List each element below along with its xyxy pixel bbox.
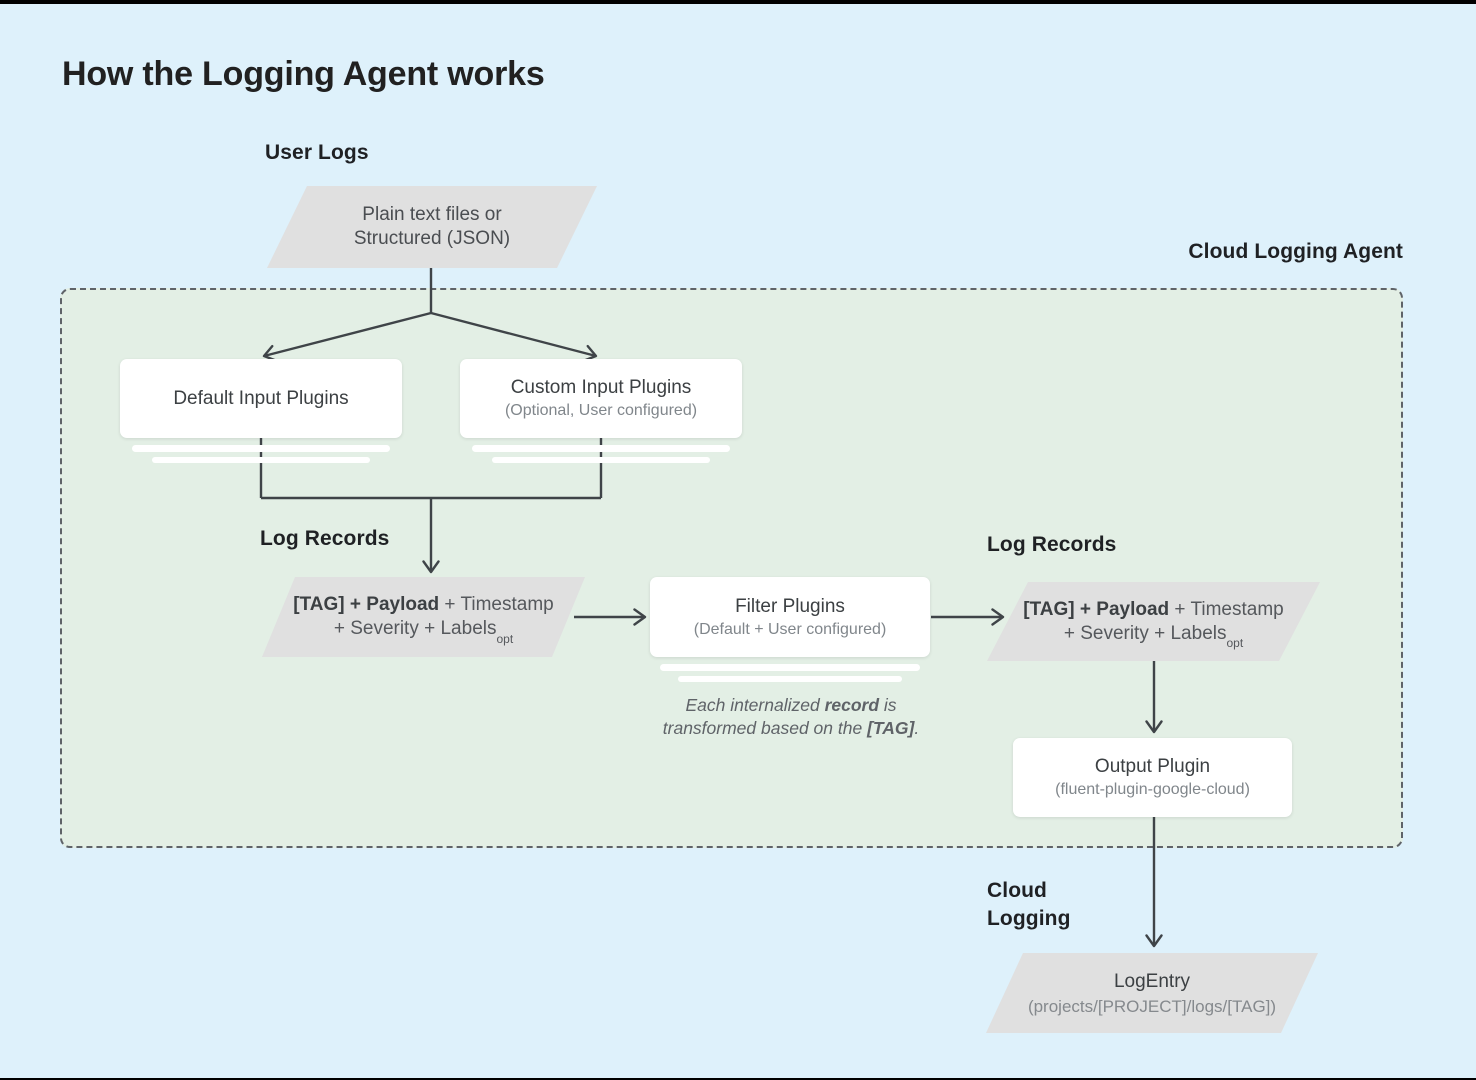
transform-note-line2: transformed based on the [TAG].	[662, 717, 920, 738]
user-input-line2: Structured (JSON)	[353, 228, 511, 249]
custom-input-plugins-node: Custom Input Plugins (Optional, User con…	[460, 359, 742, 438]
log-record-line1: [TAG] + Payload + Timestamp	[293, 594, 554, 615]
stack-bar	[132, 445, 390, 452]
top-letterbox-bar	[0, 0, 1476, 4]
log-record-left-shape: [TAG] + Payload + Timestamp + Severity +…	[262, 577, 585, 657]
log-record-right-shape: [TAG] + Payload + Timestamp + Severity +…	[987, 582, 1320, 661]
output-plugin-node: Output Plugin (fluent-plugin-google-clou…	[1013, 738, 1292, 817]
bottom-letterbox-bar	[0, 1078, 1476, 1080]
stack-bar	[492, 457, 710, 463]
output-plugin-subtitle: (fluent-plugin-google-cloud)	[1055, 781, 1250, 798]
stack-bar	[472, 445, 730, 452]
custom-input-plugins-title: Custom Input Plugins	[510, 377, 692, 398]
filter-plugins-title: Filter Plugins	[735, 595, 845, 617]
logentry-shape: LogEntry (projects/[PROJECT]/logs/[TAG])	[986, 953, 1318, 1033]
filter-plugins-node: Filter Plugins (Default + User configure…	[650, 577, 930, 657]
stack-bar	[152, 457, 370, 463]
filter-plugins-subtitle: (Default + User configured)	[693, 620, 887, 638]
log-records-left-label: Log Records	[260, 527, 390, 550]
log-records-right-label: Log Records	[987, 533, 1117, 556]
cloud-logging-label: Cloud Logging	[987, 879, 1071, 930]
page-title: How the Logging Agent works	[62, 55, 545, 93]
transform-note: Each internalized record is transformed …	[630, 694, 952, 739]
user-input-line1: Plain text files or	[362, 204, 502, 225]
log-record-line2: + Severity + Labelsopt	[1063, 622, 1244, 651]
stack-bar	[678, 676, 902, 682]
log-record-line2: + Severity + Labelsopt	[333, 618, 514, 646]
log-record-line1: [TAG] + Payload + Timestamp	[1023, 598, 1284, 620]
user-logs-input-shape: Plain text files or Structured (JSON)	[267, 186, 597, 268]
default-input-plugins-node: Default Input Plugins	[120, 359, 402, 438]
user-logs-label: User Logs	[265, 141, 369, 164]
output-plugin-title: Output Plugin	[1094, 756, 1211, 777]
logentry-title: LogEntry	[1113, 970, 1191, 992]
default-input-plugins-title: Default Input Plugins	[173, 388, 349, 409]
logentry-subtitle: (projects/[PROJECT]/logs/[TAG])	[1027, 996, 1277, 1016]
stack-bar	[660, 664, 920, 671]
arrow-to-custom-input	[430, 311, 598, 362]
arrow-to-default-input	[262, 311, 432, 362]
cloud-logging-agent-label: Cloud Logging Agent	[1188, 240, 1403, 263]
transform-note-line1: Each internalized record is	[685, 695, 897, 715]
opt-subscript: opt	[1226, 636, 1244, 651]
opt-subscript: opt	[496, 631, 514, 646]
custom-input-plugins-subtitle: (Optional, User configured)	[504, 402, 698, 419]
